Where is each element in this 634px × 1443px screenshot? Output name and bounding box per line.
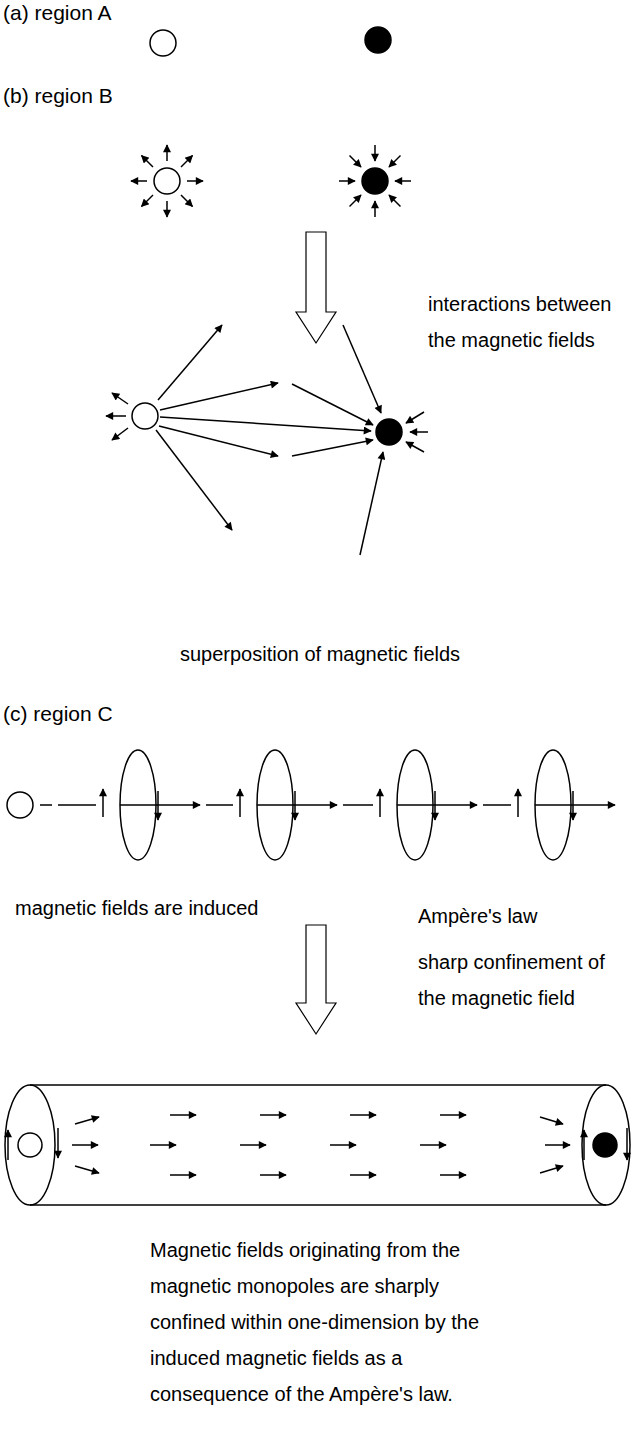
law-label: Ampère's law (418, 898, 618, 934)
induced-field-ring (572, 791, 574, 820)
induced-field-ring (239, 789, 241, 817)
caption-text: superposition of magnetic fields (160, 636, 480, 672)
induced-field-ring (343, 804, 373, 806)
explanation-text: Magnetic fields originating from the mag… (150, 1232, 510, 1412)
monopole-n (150, 30, 176, 56)
induced-field-ring (257, 804, 337, 806)
monopole-s (365, 27, 391, 53)
section-label: (a) region A (3, 0, 263, 31)
section-label: (c) region C (3, 696, 263, 732)
induced-field-ring (434, 791, 436, 820)
induced-field-ring (483, 804, 511, 806)
induced-field-ring (397, 804, 477, 806)
caption-text: magnetic fields are induced (15, 890, 295, 926)
process-note: interactions between the magnetic fields (428, 286, 628, 358)
induced-field-ring (102, 789, 104, 817)
induced-field-ring (294, 791, 296, 820)
process-note: sharp confinement of the magnetic field (418, 944, 623, 1016)
induced-field-ring (535, 804, 615, 806)
induced-field-ring (120, 804, 200, 806)
induced-field-ring (379, 789, 381, 817)
induced-field-ring (58, 804, 96, 806)
process-arrow (296, 232, 336, 343)
induced-field-ring (206, 804, 233, 806)
induced-field-ring (517, 789, 519, 817)
induced-field-ring (157, 791, 159, 820)
section-label: (b) region B (3, 78, 263, 114)
